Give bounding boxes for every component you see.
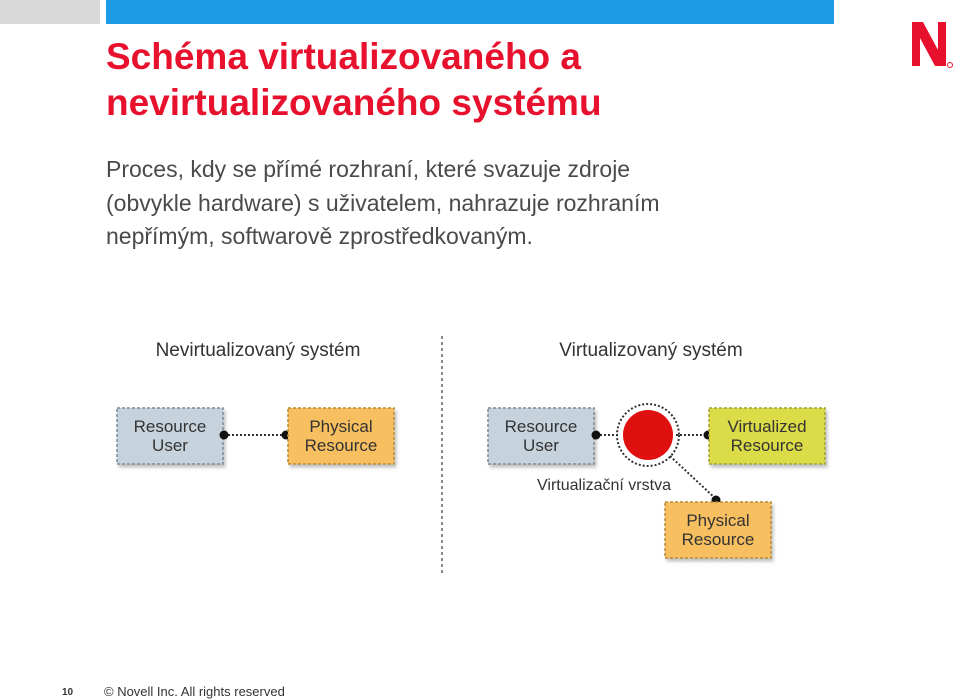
right-user-label-1: Resource [505,417,578,436]
right-physical-label-2: Resource [682,530,755,549]
left-user-label-1: Resource [134,417,207,436]
virtualization-layer-circle [623,410,673,460]
right-resource-user-box: Resource User [487,407,595,465]
right-heading: Virtualizovaný systém [559,340,742,361]
layer-to-physical-line [669,455,717,500]
left-heading: Nevirtualizovaný systém [156,340,361,361]
page-number: 10 [62,687,74,698]
intro-line-2: (obvykle hardware) s uživatelem, nahrazu… [106,189,660,216]
top-bar-gray [0,0,100,24]
left-physical-label-1: Physical [309,417,372,436]
right-physical-resource-box: Physical Resource [664,501,772,559]
left-physical-resource-box: Physical Resource [287,407,395,465]
page-title: Schéma virtualizovaného a nevirtualizova… [106,34,806,126]
title-line-1: Schéma virtualizovaného a [106,36,582,77]
virtualization-layer-ring [616,403,680,467]
virtualization-layer-label: Virtualizační vrstva [537,477,671,494]
intro-line-3: nepřímým, softwarově zprostředkovaným. [106,223,533,249]
right-connector-dot-user [591,430,601,440]
virtualized-label-1: Virtualized [727,417,806,436]
copyright-notice: © Novell Inc. All rights reserved [104,684,285,699]
novell-n-logo-icon [912,22,953,68]
left-resource-user-box: Resource User [116,407,224,465]
left-physical-label-2: Resource [305,436,378,455]
left-user-label-2: User [152,436,188,455]
intro-paragraph: Proces, kdy se přímé rozhraní, které sva… [106,153,846,254]
right-user-label-2: User [523,436,559,455]
left-connector-dot-user [219,430,229,440]
intro-line-1: Proces, kdy se přímé rozhraní, které sva… [106,156,631,182]
top-bar-blue [106,0,834,24]
right-virtualized-resource-box: Virtualized Resource [708,407,826,465]
right-physical-label-1: Physical [686,511,749,530]
virtualized-label-2: Resource [731,436,804,455]
title-line-2: nevirtualizovaného systému [106,82,602,123]
